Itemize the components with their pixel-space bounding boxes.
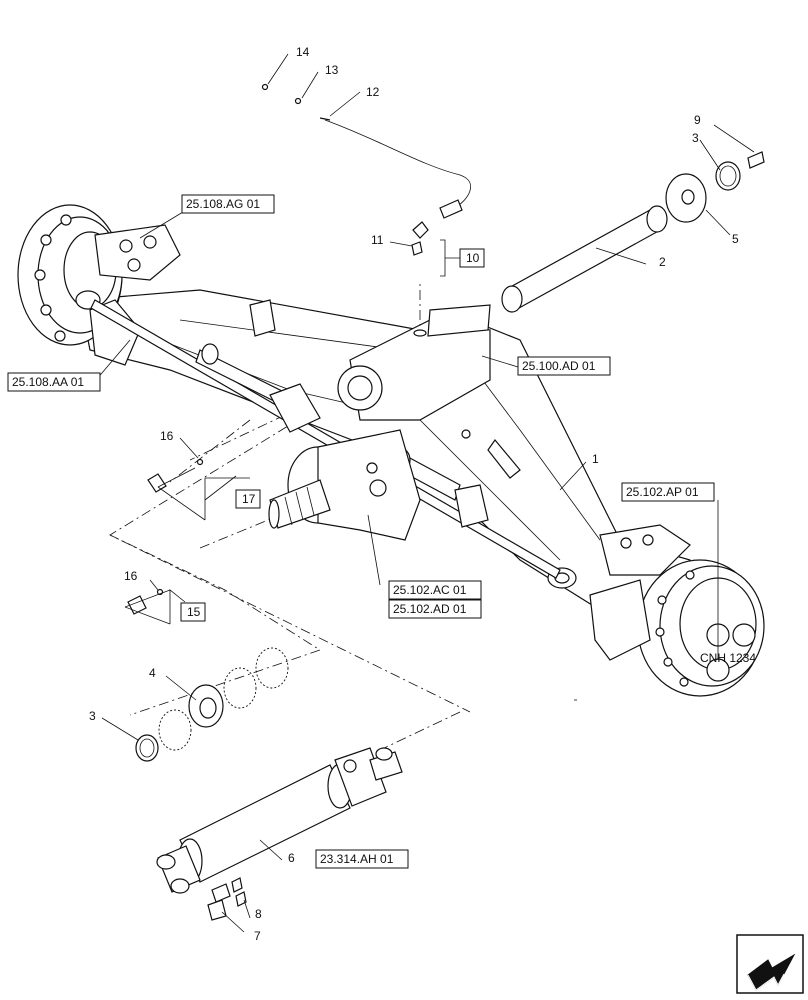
ref-box-25-102-ac-01[interactable]: 25.102.AC 01 xyxy=(388,580,482,600)
callout-2: 2 xyxy=(659,255,666,269)
hub-marking: CNH 1234 xyxy=(700,651,756,665)
right-hub-bolts xyxy=(655,570,695,687)
callout-9: 9 xyxy=(694,113,701,127)
callout-1: 1 xyxy=(592,452,599,466)
shim-stack xyxy=(135,647,289,762)
ref-box-10[interactable]: 10 xyxy=(459,248,485,268)
leader-lines xyxy=(95,53,755,933)
callout-labels: 1 2 3 3 4 5 6 7 8 9 11 12 13 14 16 16 xyxy=(89,45,739,943)
callout-11: 11 xyxy=(371,233,384,247)
ref-23-314-ah-01-label: 23.314.AH 01 xyxy=(320,852,394,866)
differential-input xyxy=(268,429,421,541)
callout-4: 4 xyxy=(149,666,156,680)
callout-7: 7 xyxy=(254,929,261,943)
ref-25-102-ap-01-label: 25.102.AP 01 xyxy=(626,485,699,499)
ref-25-108-aa-01-label: 25.108.AA 01 xyxy=(12,375,84,389)
ref-box-25-100-ad-01[interactable]: 25.100.AD 01 xyxy=(517,356,611,376)
ref-box-25-102-ap-01[interactable]: 25.102.AP 01 xyxy=(621,482,715,502)
callout-8: 8 xyxy=(255,907,262,921)
ref-25-108-ag-01-label: 25.108.AG 01 xyxy=(186,197,260,211)
callout-14: 14 xyxy=(296,45,310,59)
ref-box-25-108-aa-01[interactable]: 25.108.AA 01 xyxy=(7,372,101,392)
ref-25-100-ad-01-label: 25.100.AD 01 xyxy=(522,359,596,373)
callout-5: 5 xyxy=(732,232,739,246)
callout-13: 13 xyxy=(325,63,339,77)
boxed-references: 10 15 17 25.108.AG 01 25.108.AA 01 25.10… xyxy=(7,194,715,869)
callout-12: 12 xyxy=(366,85,380,99)
next-page-arrow-icon[interactable] xyxy=(736,934,804,994)
ref-10-label: 10 xyxy=(466,251,480,265)
ref-box-23-314-ah-01[interactable]: 23.314.AH 01 xyxy=(315,849,409,869)
ref-box-25-102-ad-01[interactable]: 25.102.AD 01 xyxy=(388,599,482,619)
left-hub-bolts xyxy=(34,214,72,342)
callout-16-upper: 16 xyxy=(160,429,174,443)
ref-17-label: 17 xyxy=(242,492,256,506)
grease-fitting-16a xyxy=(147,458,204,493)
ref-25-102-ad-01-label: 25.102.AD 01 xyxy=(393,602,467,616)
callout-6: 6 xyxy=(288,851,295,865)
pivot-pin-assembly xyxy=(501,151,765,313)
ref-box-15[interactable]: 15 xyxy=(180,602,206,622)
ref-box-25-108-ag-01[interactable]: 25.108.AG 01 xyxy=(181,194,275,214)
ref-15-label: 15 xyxy=(187,605,201,619)
callout-16-lower: 16 xyxy=(124,569,138,583)
drive-shaft xyxy=(156,747,403,921)
callout-3-top: 3 xyxy=(692,131,699,145)
ref-25-102-ac-01-label: 25.102.AC 01 xyxy=(393,583,467,597)
callout-3-bottom: 3 xyxy=(89,709,96,723)
grease-line-assembly xyxy=(261,83,472,256)
ref-box-17[interactable]: 17 xyxy=(235,489,261,509)
